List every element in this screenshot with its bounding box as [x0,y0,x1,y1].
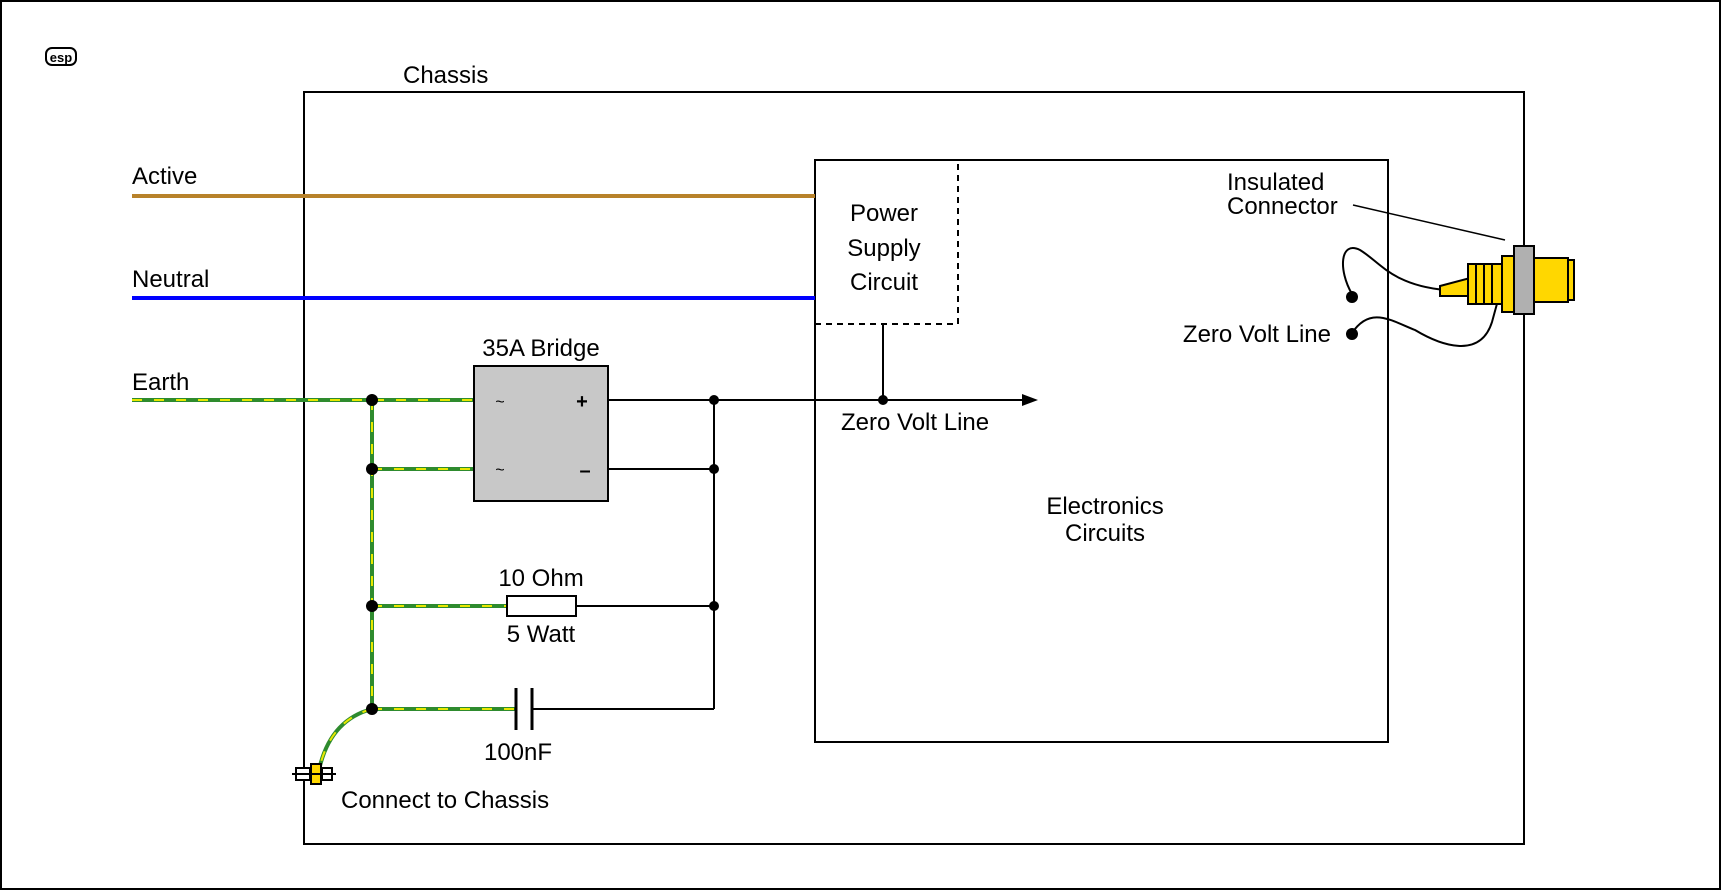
power-supply-box [815,160,959,325]
junction-dots [366,394,888,715]
connect-to-chassis-label: Connect to Chassis [341,787,549,814]
capacitor-value-label: 100nF [484,739,552,766]
resistor-value-label: 10 Ohm [498,565,583,592]
insulated-connector-line1: Insulated [1227,169,1324,196]
electronics-line2: Circuits [1065,520,1145,547]
power-supply-line1: Power [850,200,918,227]
zero-volt-line-label: Zero Volt Line [841,409,989,436]
bridge-ac1: ~ [495,394,504,411]
active-label: Active [132,163,197,190]
earth-label: Earth [132,369,189,396]
chassis-lug [292,763,336,785]
bridge-rectifier [473,365,609,502]
earth-wiring [132,398,516,771]
insulated-connector-leader [1352,204,1506,241]
zero-volt-line-connector-label: Zero Volt Line [1183,321,1331,348]
electronics-box [814,159,1389,743]
zero-volt-terminal-top [1346,291,1358,303]
connector-wires [1341,247,1499,347]
bridge-label: 35A Bridge [482,335,599,362]
power-supply-line2: Supply [847,235,920,262]
resistor-power-label: 5 Watt [507,621,576,648]
zero-volt-wiring [532,324,1038,710]
bridge-ac2: ~ [495,462,504,479]
bridge-minus: – [579,460,590,482]
resistor [506,595,577,617]
esp-logo: esp [45,47,77,66]
power-supply-line3: Circuit [850,269,918,296]
bridge-plus: + [576,391,588,413]
chassis-label: Chassis [403,62,488,89]
electronics-line1: Electronics [1046,493,1163,520]
neutral-label: Neutral [132,266,209,293]
zero-volt-terminal [1346,328,1358,340]
capacitor [514,688,534,730]
chassis-outline [303,91,1525,845]
insulated-connector [1439,245,1575,315]
esp-logo-text: esp [50,50,72,65]
insulated-connector-line2: Connector [1227,193,1338,220]
